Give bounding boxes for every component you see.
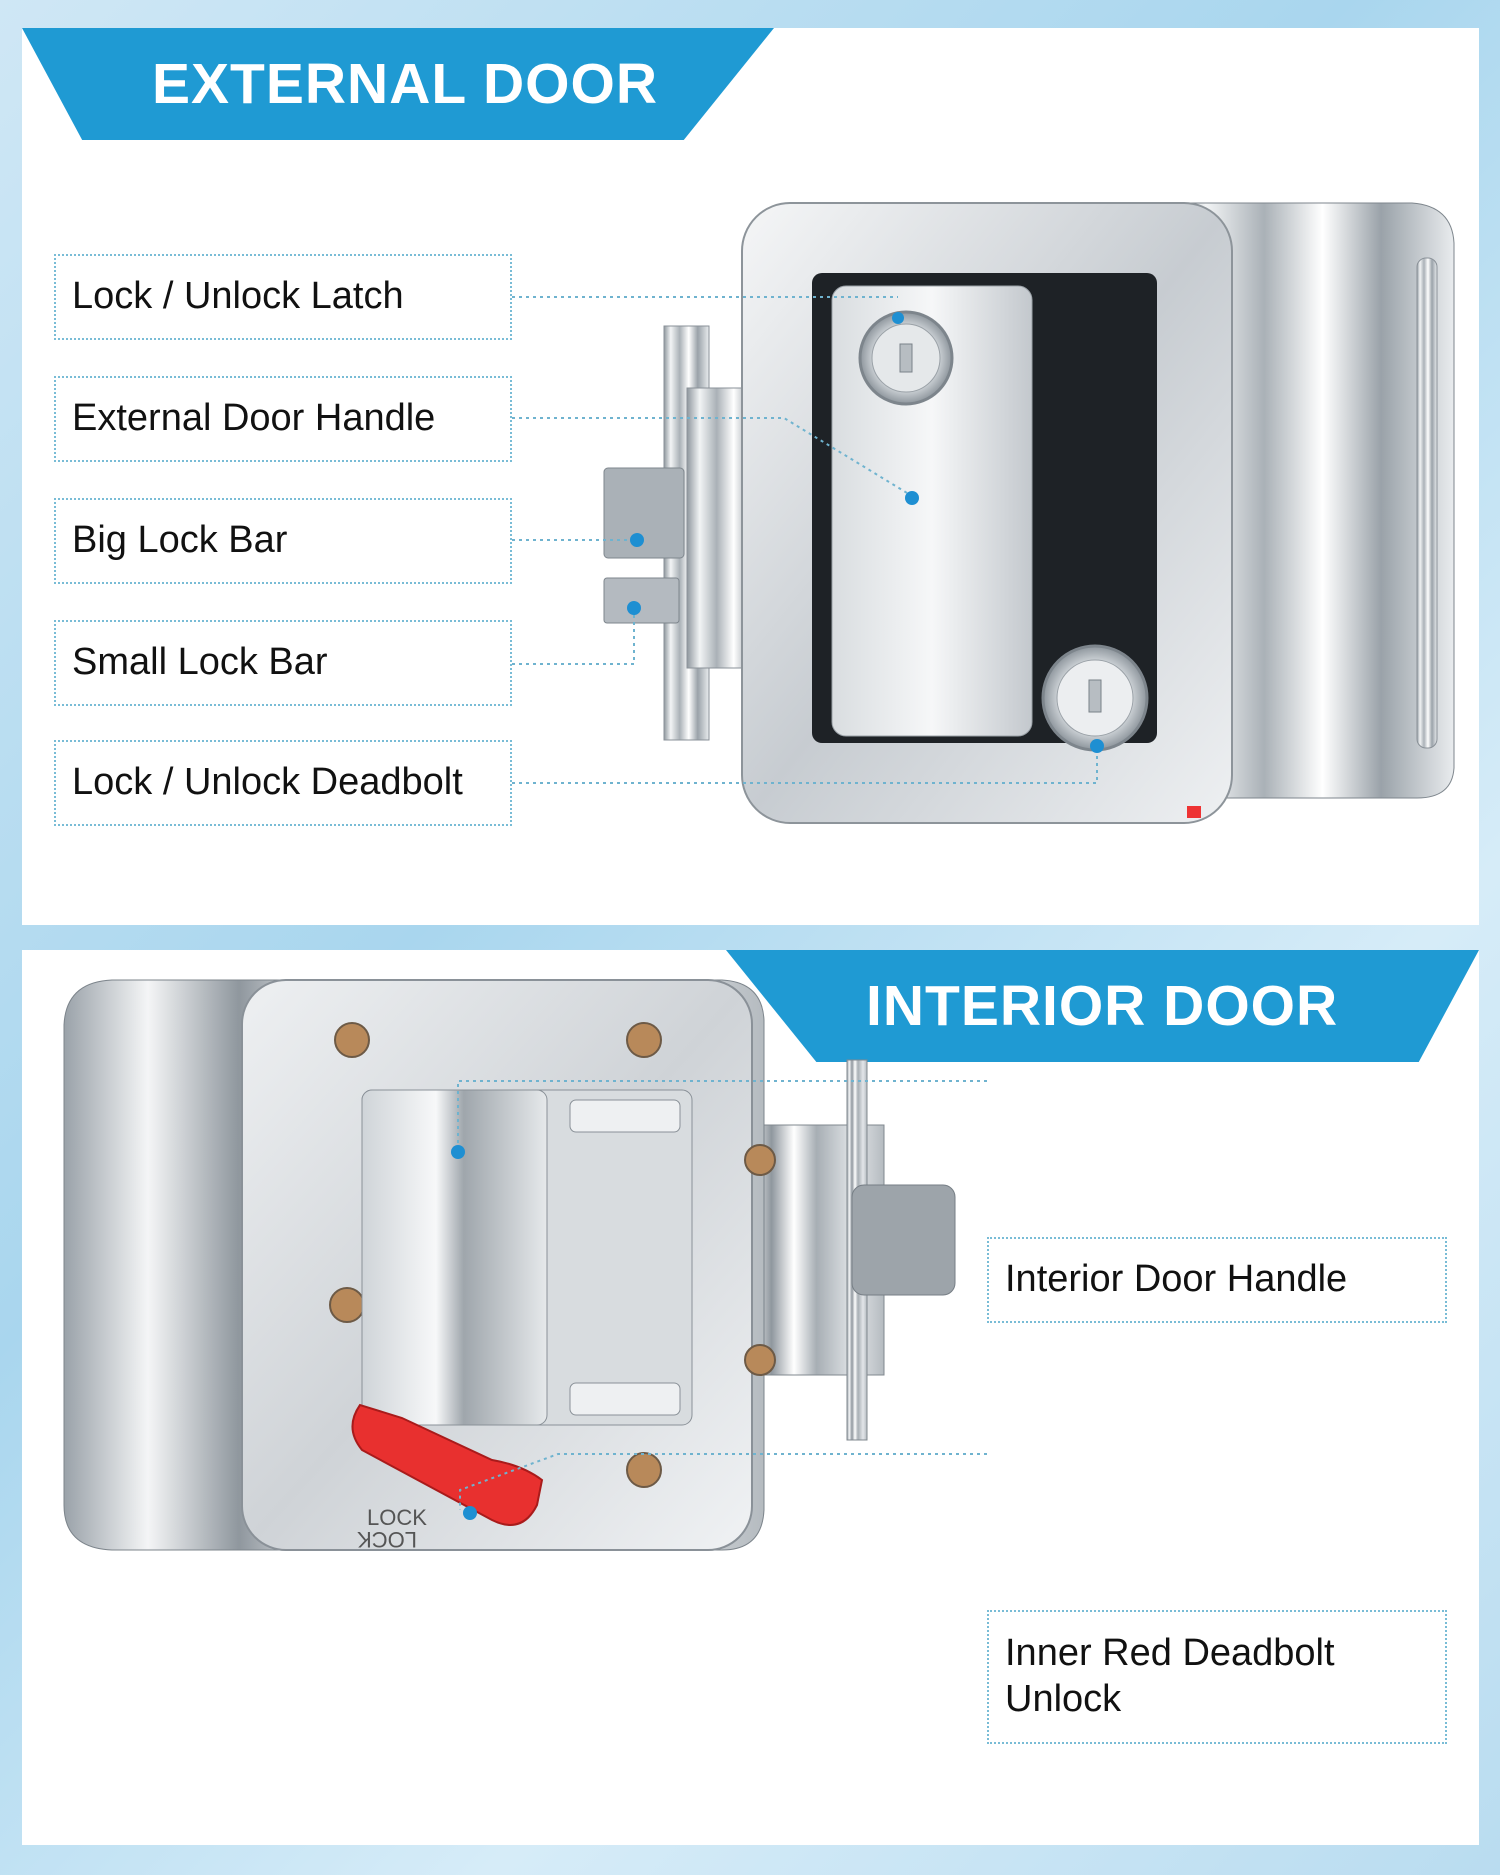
external-door-banner: EXTERNAL DOOR [22,28,774,140]
label-lock-unlock-latch: Lock / Unlock Latch [54,254,512,340]
label-inner-red-deadbolt-unlock: Inner Red Deadbolt Unlock [987,1610,1447,1744]
big-lock-bar-shape [603,467,685,559]
label-small-lock-bar: Small Lock Bar [54,620,512,706]
external-door-panel: EXTERNAL DOOR [22,28,1479,925]
red-lever-marker-dot [463,1506,477,1520]
latch-marker-dot [892,312,904,324]
big-bar-marker-dot [630,533,644,547]
lever-lock-text: LOCK [367,1505,427,1530]
label-interior-door-handle: Interior Door Handle [987,1237,1447,1323]
handle-marker-dot [905,491,919,505]
label-big-lock-bar: Big Lock Bar [54,498,512,584]
external-lock-illustration [512,202,1455,824]
small-lock-bar-shape [603,577,680,624]
red-deadbolt-lever-shape [351,1403,544,1526]
label-lock-unlock-deadbolt: Lock / Unlock Deadbolt [54,740,512,826]
label-external-door-handle: External Door Handle [54,376,512,462]
interior-lock-illustration: LOCK LOCK [63,979,987,1552]
interior-door-banner: INTERIOR DOOR [726,950,1479,1062]
deadbolt-marker-dot [1090,739,1104,753]
lever-lock-text-inverted: LOCK [357,1527,417,1552]
interior-handle-marker-dot [451,1145,465,1159]
small-bar-marker-dot [627,601,641,615]
interior-door-panel: INTERIOR DOOR [22,950,1479,1845]
